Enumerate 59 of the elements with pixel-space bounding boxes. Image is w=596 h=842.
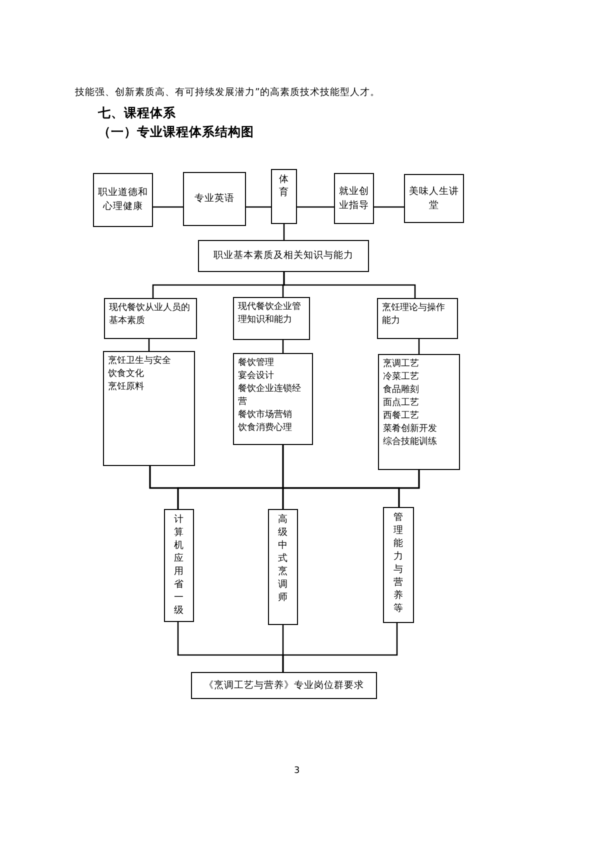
course-box [104, 298, 197, 339]
course-box [404, 174, 464, 223]
course-box [377, 298, 458, 339]
course-label: 冷菜工艺 [383, 371, 420, 384]
course-label: 烹饪理论与操作能力 [382, 302, 446, 328]
course-label: 现代餐饮从业人员的基本素质 [109, 302, 191, 328]
course-label: 餐饮市场营销 [238, 409, 293, 422]
course-box [93, 173, 153, 227]
course-label: 烹调工艺 [383, 358, 420, 371]
course-label: 体育 [278, 173, 290, 199]
page-number: 3 [294, 766, 300, 776]
body-text: 技能强、创新素质高、有可持续发展潜力”的高素质技术技能型人才。 [75, 86, 380, 99]
course-box [164, 509, 194, 622]
course-label: 现代餐饮企业管理知识和能力 [238, 301, 302, 327]
course-label: 面点工艺 [383, 397, 420, 410]
course-box [233, 353, 313, 445]
course-label: 《烹调工艺与营养》专业岗位群要求 [204, 678, 364, 692]
course-label: 餐饮管理 [238, 357, 275, 370]
course-label: 综合技能训练 [383, 436, 438, 449]
course-label: 餐饮企业连锁经营 [238, 383, 302, 409]
course-box [268, 509, 298, 625]
course-label: 宴会设计 [238, 370, 275, 383]
connector-line [283, 224, 285, 240]
course-label: 计算机应用省一级 [174, 513, 184, 617]
connector-line [246, 206, 271, 208]
course-label: 西餐工艺 [383, 410, 420, 423]
connector-line [297, 206, 334, 208]
course-label: 就业创业指导 [338, 184, 370, 212]
course-box [383, 507, 414, 623]
course-label: 高级中式烹调师 [278, 513, 288, 604]
connector-line [374, 206, 404, 208]
course-box [378, 354, 460, 470]
course-box [103, 351, 195, 466]
course-label: 食品雕刻 [383, 384, 420, 397]
subsection-heading: （一）专业课程体系结构图 [98, 124, 254, 141]
connector-line [398, 470, 420, 507]
connector-line [282, 623, 398, 672]
section-heading: 七、课程体系 [98, 105, 176, 122]
course-box [233, 297, 310, 340]
course-label: 饮食消费心理 [238, 422, 293, 435]
course-label: 烹饪原料 [108, 381, 145, 394]
course-label: 管理能力与营养等 [393, 511, 404, 615]
course-box [334, 173, 374, 224]
connector-line [282, 340, 284, 353]
connector-line [148, 339, 150, 351]
course-label: 职业道德和心理健康 [97, 186, 149, 214]
course-label: 职业基本素质及相关知识与能力 [214, 249, 354, 263]
course-box [198, 240, 369, 272]
course-label: 烹饪卫生与安全 [108, 355, 172, 368]
connector-line [418, 339, 420, 354]
connector-line [283, 272, 416, 298]
course-label: 专业英语 [194, 192, 234, 206]
connector-line [153, 206, 183, 208]
course-label: 菜肴创新开发 [383, 423, 438, 436]
course-box [183, 172, 246, 226]
course-label: 美味人生讲堂 [408, 184, 460, 212]
course-box [191, 672, 377, 699]
course-label: 饮食文化 [108, 368, 145, 381]
course-box [271, 169, 297, 224]
